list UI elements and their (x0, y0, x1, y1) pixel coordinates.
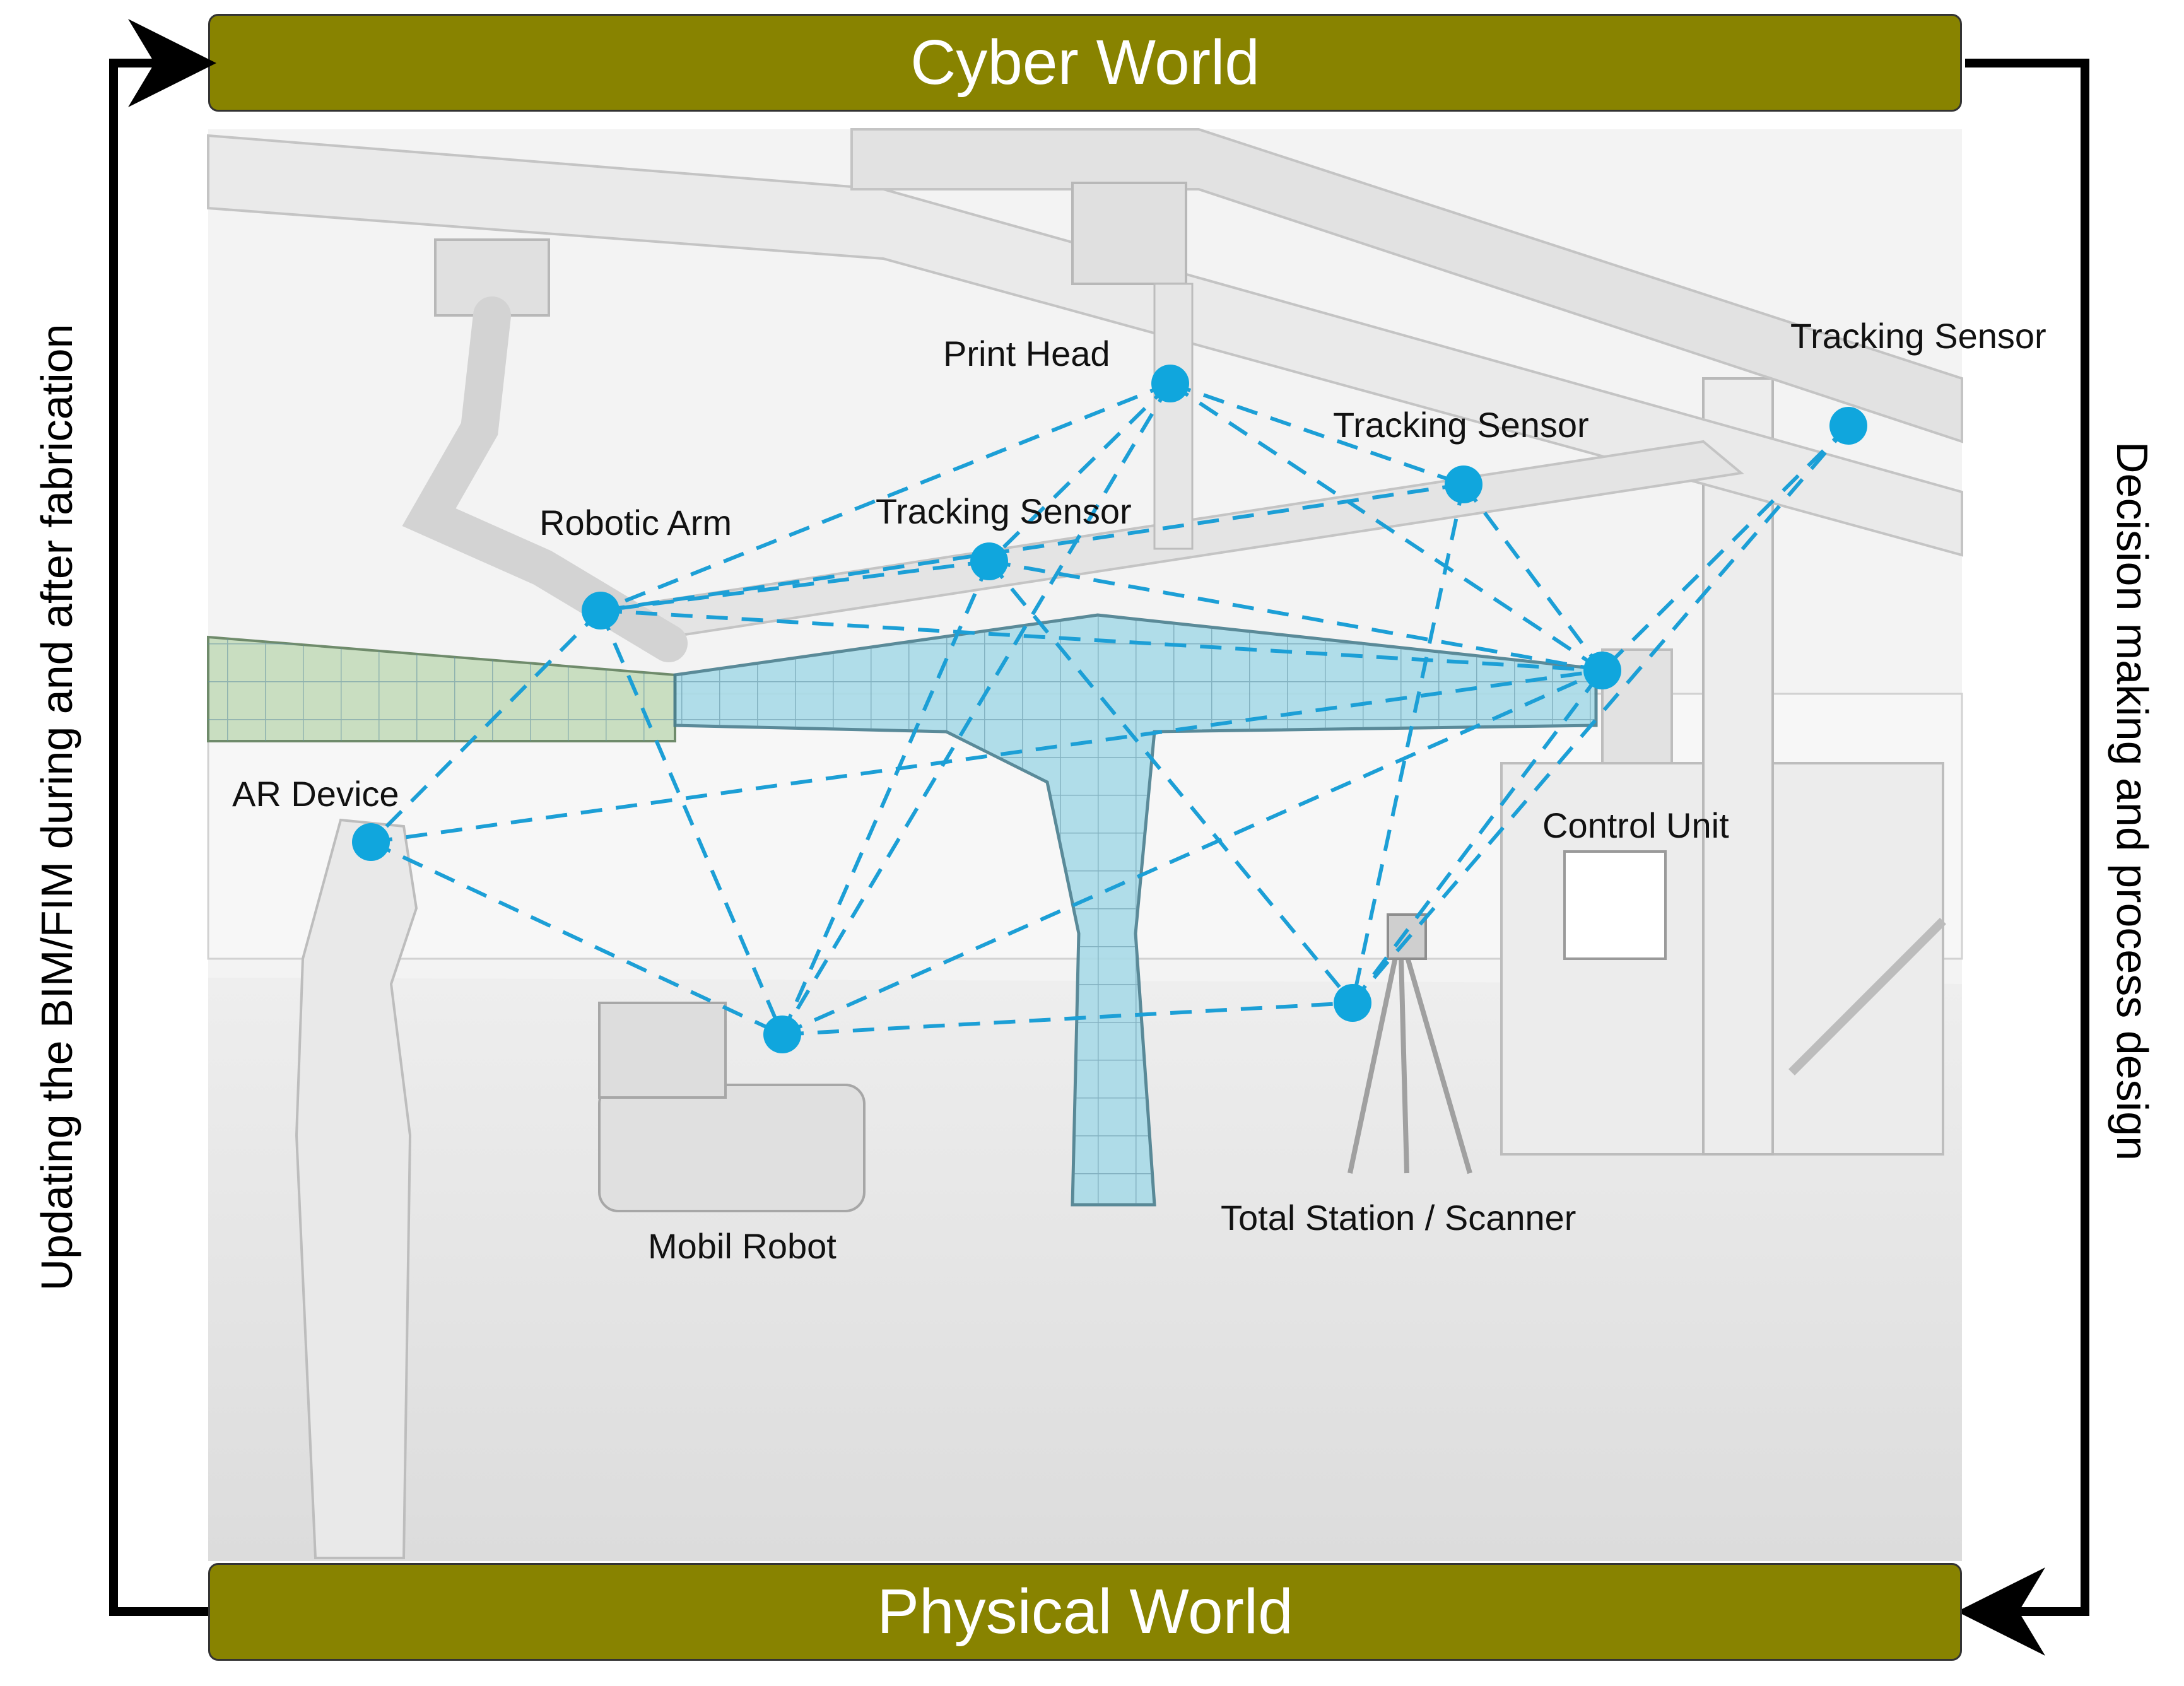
print-head-node (1151, 365, 1189, 402)
tracking-sensor-mid-node (1445, 465, 1482, 503)
control-unit-node (1583, 652, 1621, 689)
link (599, 609, 784, 1036)
cyber-world-banner: Cyber World (208, 14, 1962, 112)
ar-device-node (352, 823, 390, 861)
print-head-label: Print Head (943, 334, 1110, 373)
link (780, 560, 991, 1036)
link (370, 840, 784, 1036)
link (600, 483, 1464, 612)
link (1351, 424, 1850, 1004)
robotic-arm-node (582, 592, 619, 629)
robotic-arm-label: Robotic Arm (539, 503, 732, 542)
physical-world-banner: Physical World (208, 1563, 1962, 1661)
network-nodes (352, 365, 1867, 1053)
printed-structure (207, 613, 1598, 1207)
control-unit-label: Control Unit (1542, 805, 1729, 845)
mobil-robot-node (763, 1016, 801, 1053)
link (370, 669, 1603, 844)
link (987, 382, 1172, 563)
link (1169, 382, 1604, 672)
total-station-label: Total Station / Scanner (1221, 1198, 1576, 1238)
loop-arrows (109, 19, 2089, 1656)
link (780, 382, 1172, 1036)
right-feedback-arrow (1957, 59, 2089, 1656)
scene-figures (295, 648, 1673, 1559)
link (1462, 483, 1604, 672)
ar-device-label: AR Device (232, 774, 399, 814)
left-feedback-arrow (109, 19, 216, 1616)
tracking-sensor-right-node (1829, 407, 1867, 445)
link (1170, 382, 1464, 486)
link (369, 609, 602, 844)
node-labels: Print Head Tracking Sensor Tracking Sens… (232, 316, 2046, 1266)
tracking-sensor-right-label: Tracking Sensor (1790, 316, 2046, 356)
tracking-sensor-left-label: Tracking Sensor (876, 491, 1132, 531)
network-links (369, 382, 1850, 1036)
link (782, 1001, 1353, 1036)
link (600, 559, 990, 612)
right-loop-label: Decision making and process design (2108, 441, 2157, 1161)
cyber-world-label: Cyber World (910, 27, 1260, 98)
link (987, 560, 1354, 1004)
tracking-sensor-mid-label: Tracking Sensor (1333, 405, 1589, 445)
tracking-sensor-left-node (970, 542, 1008, 580)
link (1351, 484, 1465, 1004)
link (599, 382, 1171, 612)
link (600, 609, 1603, 672)
total-station-node (1334, 984, 1371, 1022)
link (1600, 424, 1850, 672)
physical-world-label: Physical World (877, 1576, 1293, 1647)
left-loop-label: Updating the BIM/FIM during and after fa… (32, 324, 81, 1291)
link (781, 669, 1604, 1036)
mobil-robot-label: Mobil Robot (648, 1226, 837, 1266)
